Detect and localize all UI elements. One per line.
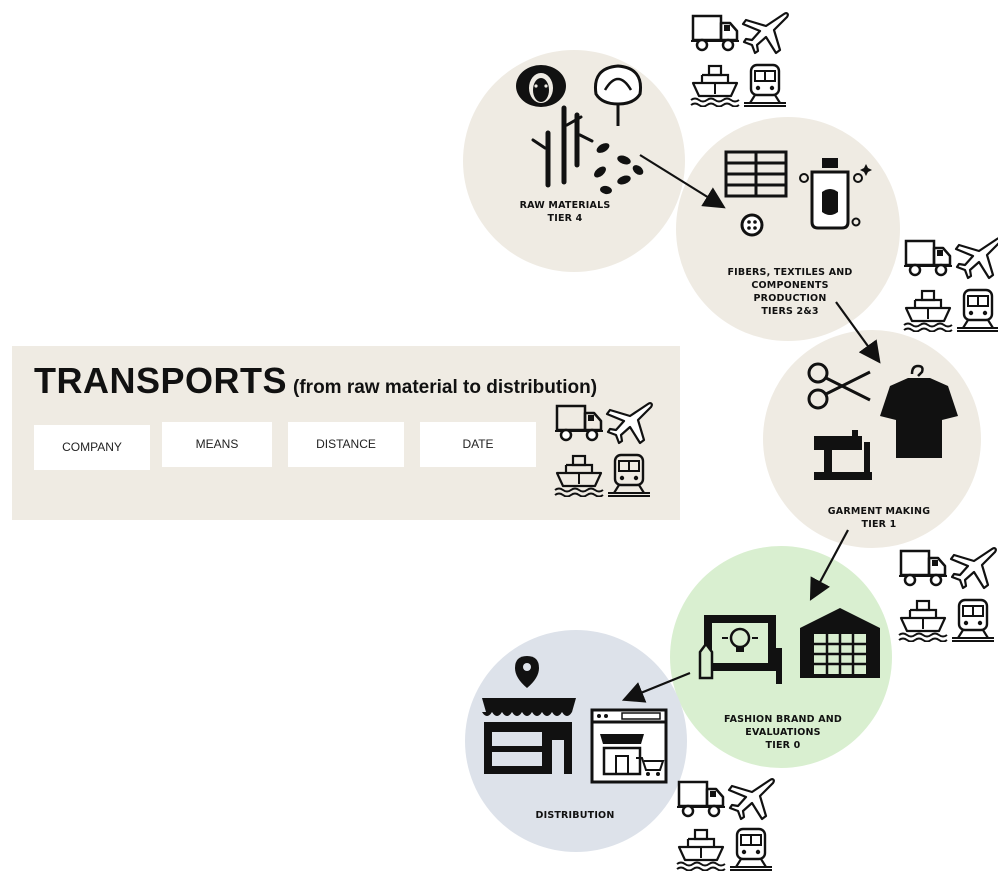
- panel-title-subtitle: (from raw material to distribution): [293, 377, 598, 398]
- stage-label-fibers: FIBERS, TEXTILES AND COMPONENTS PRODUCTI…: [700, 266, 880, 318]
- stage-label-line: PRODUCTION: [753, 293, 827, 304]
- date-field[interactable]: DATE: [420, 422, 536, 467]
- flow-arrow: [621, 671, 691, 703]
- flow-arrow: [835, 301, 881, 364]
- flow-arrow: [809, 529, 849, 601]
- sewing-machine-icon: [814, 430, 872, 480]
- stage-label-line: DISTRIBUTION: [535, 810, 615, 821]
- stage-label-fashion-brand: FASHION BRAND AND EVALUATIONS TIER 0: [698, 713, 868, 752]
- tshirt-icon: [880, 364, 958, 458]
- company-field[interactable]: COMPANY: [34, 425, 150, 470]
- stage-label-distribution: DISTRIBUTION: [510, 809, 640, 822]
- button-icon: [740, 213, 764, 237]
- stage-label-line: GARMENT MAKING: [827, 506, 931, 517]
- stage-label-line: EVALUATIONS: [745, 727, 821, 738]
- online-shop-icon: [590, 708, 668, 784]
- panel-title-main: TRANSPORTS: [34, 360, 288, 401]
- cotton-icon: [593, 64, 643, 126]
- panel-title: TRANSPORTS(from raw material to distribu…: [34, 360, 597, 402]
- warehouse-icon: [800, 608, 880, 678]
- stage-circle-garment-making: [763, 330, 981, 548]
- bamboo-icon: [531, 105, 594, 188]
- design-board-icon: [698, 615, 782, 684]
- seeds-icon: [594, 143, 644, 195]
- stage-label-line: FASHION BRAND AND: [723, 714, 843, 725]
- fabric-icon: [724, 150, 788, 198]
- stage-label-tier: TIER 4: [547, 213, 583, 224]
- distance-field[interactable]: DISTANCE: [288, 422, 404, 467]
- scissors-icon: [807, 362, 871, 410]
- stage-label-raw-materials: RAW MATERIALS TIER 4: [510, 199, 620, 225]
- stage-label-tier: TIER 0: [765, 740, 801, 751]
- stage-label-line: FIBERS, TEXTILES AND: [727, 267, 853, 278]
- stage-label-tier: TIERS 2&3: [761, 306, 819, 317]
- stage-label-line: COMPONENTS: [751, 280, 829, 291]
- means-field[interactable]: MEANS: [162, 422, 272, 467]
- sheep-icon: [516, 65, 566, 107]
- flow-arrow: [639, 154, 726, 209]
- stage-label-tier: TIER 1: [861, 519, 897, 530]
- stage-circle-fibers-textiles: [676, 117, 900, 341]
- store-icon: [482, 656, 576, 774]
- stage-label-line: RAW MATERIALS: [519, 200, 611, 211]
- detergent-icon: [799, 158, 872, 230]
- stage-label-garment: GARMENT MAKING TIER 1: [804, 505, 954, 531]
